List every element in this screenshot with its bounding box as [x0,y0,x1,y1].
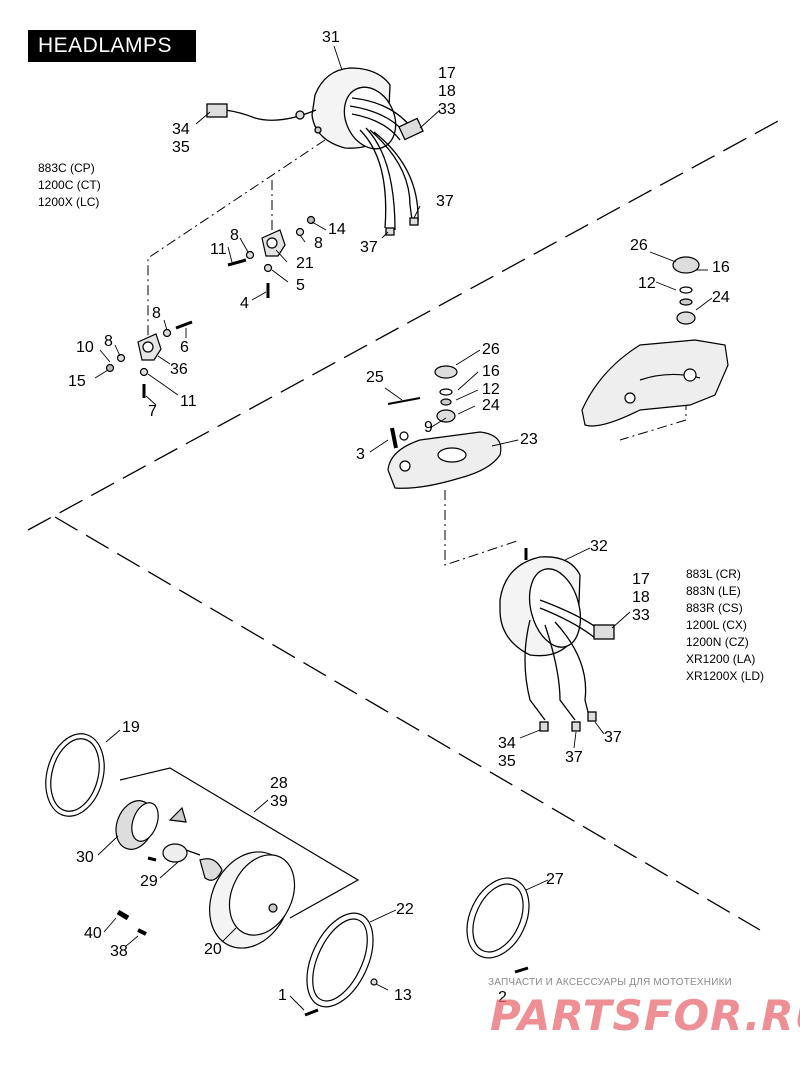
callout-number: 8 [314,235,323,252]
callout-number: 24 [482,397,500,414]
callout-number: 39 [270,793,288,810]
model-item: 1200X (LC) [38,195,100,209]
callout-number: 26 [630,237,648,254]
callout-number: 37 [360,239,378,256]
model-list-top: 883C (CP) 1200C (CT) 1200X (LC) [38,160,101,211]
callout-number: 25 [366,369,384,386]
callout-number: 33 [632,607,650,624]
page-title: HEADLAMPS [28,30,196,62]
callout-number: 18 [632,589,650,606]
callout-number: 35 [172,139,190,156]
callout-number: 23 [520,431,538,448]
callout-number: 15 [68,373,86,390]
small-parts [116,856,157,936]
headlamp-housing-middle [499,548,615,732]
nacelle-bracket [581,256,729,427]
callout-number: 31 [322,29,340,46]
trim-ring-27 [466,877,530,974]
callout-number: 17 [632,571,650,588]
callout-number: 1 [278,987,287,1004]
model-item: 883L (CR) [686,567,741,581]
bracket-left [105,320,193,398]
trim-ring-22 [304,912,378,1017]
callout-number: 32 [590,538,608,555]
callout-number: 8 [152,305,161,322]
callout-number: 2 [498,989,507,1006]
callout-number: 4 [240,295,249,312]
callout-number: 20 [204,941,222,958]
bulb-29 [162,843,223,881]
callout-number: 12 [638,275,656,292]
callout-number: 21 [296,255,314,272]
callout-number: 22 [396,901,414,918]
callout-number: 9 [424,419,433,436]
callout-number: 40 [84,925,102,942]
model-item: 883R (CS) [686,601,743,615]
model-item: 1200N (CZ) [686,635,749,649]
model-item: XR1200 (LA) [686,652,756,666]
callout-number: 16 [712,259,730,276]
headlamp-housing-top [206,67,424,236]
callout-number: 26 [482,341,500,358]
model-item: 883C (CP) [38,161,95,175]
trim-ring-19 [45,733,105,817]
model-item: 883N (LE) [686,584,741,598]
callout-number: 19 [122,719,140,736]
bracket-top [227,215,316,298]
callout-number: 11 [180,393,197,410]
callout-number: 36 [170,361,188,378]
callout-number: 35 [498,753,516,770]
callout-number: 8 [104,333,113,350]
callout-number: 29 [140,873,158,890]
watermark-tagline: ЗАПЧАСТИ И АКСЕССУАРЫ ДЛЯ МОТОТЕХНИКИ [488,977,733,988]
model-list-right: 883L (CR) 883N (LE) 883R (CS) 1200L (CX)… [686,566,764,685]
callout-number: 38 [110,943,128,960]
callout-number: 37 [565,749,583,766]
model-item: XR1200X (LD) [686,669,765,683]
callout-number: 27 [546,871,564,888]
callout-number: 30 [76,849,94,866]
callout-number: 37 [604,729,622,746]
callout-number: 34 [172,121,190,138]
callout-number: 10 [76,339,94,356]
callout-number: 18 [438,83,456,100]
kit-bracket [119,767,360,919]
sealed-beam-20 [208,851,296,949]
callout-number: 17 [438,65,456,82]
callout-number: 7 [148,403,157,420]
top-cover [387,365,502,489]
callout-number: 3 [356,446,365,463]
callout-number: 24 [712,289,730,306]
model-item: 1200L (CX) [686,618,747,632]
callout-number: 16 [482,363,500,380]
callout-number: 6 [180,339,189,356]
watermark-logo: PARTSFOR.RU [490,991,800,1040]
bulb-housing-30 [115,800,187,850]
callout-number: 37 [436,193,454,210]
callout-number: 13 [394,987,412,1004]
callout-number: 12 [482,381,500,398]
callout-number: 28 [270,775,288,792]
callout-number: 34 [498,735,516,752]
model-item: 1200C (CT) [38,178,101,192]
callout-number: 33 [438,101,456,118]
callout-number: 5 [296,277,305,294]
callout-number: 11 [210,241,227,258]
callout-number: 14 [328,221,346,238]
section-divider [54,516,761,931]
callout-number: 8 [230,227,239,244]
